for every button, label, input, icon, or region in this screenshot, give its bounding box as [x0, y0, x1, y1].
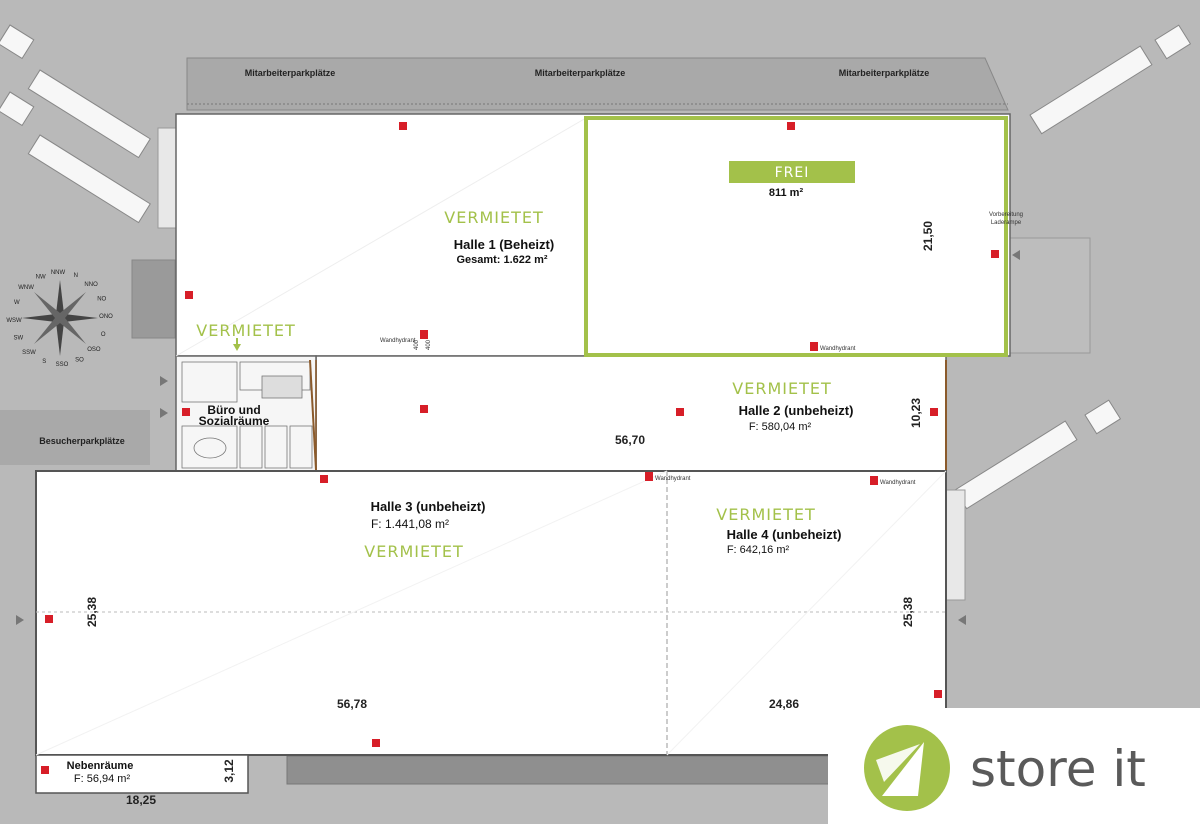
loading-dock-left — [157, 127, 179, 229]
hall-3-name: Halle 3 (unbeheizt) — [371, 499, 486, 514]
office-status: VERMIETET — [196, 321, 295, 340]
hall-3-status: VERMIETET — [364, 542, 463, 561]
hall-3-area: F: 1.441,08 m² — [371, 517, 449, 531]
fire-extinguisher-icon — [41, 122, 999, 774]
side-rooms-width: 18,25 — [126, 793, 156, 807]
hall-3-width: 56,78 — [337, 697, 367, 711]
hall-3-4-floor — [35, 470, 947, 756]
office-interior — [181, 359, 317, 471]
hall-2-status: VERMIETET — [732, 379, 831, 398]
hall-1-status: VERMIETET — [444, 208, 543, 227]
hydrant-icon — [420, 330, 878, 485]
side-rooms-height: 3,12 — [222, 759, 236, 783]
compass-label: N — [74, 273, 78, 279]
free-area-size: 811 m² — [769, 187, 804, 199]
compass-label: SW — [13, 335, 23, 341]
hydrant-label-2: Wandhydrant — [655, 476, 691, 482]
hall-1-area: Gesamt: 1.622 m² — [456, 254, 547, 266]
hall-4-width: 24,86 — [769, 697, 799, 711]
truck-icon — [0, 24, 1192, 510]
hall-4-name: Halle 4 (unbeheizt) — [727, 527, 842, 542]
compass-label: W — [14, 300, 20, 306]
hall-1-name: Halle 1 (Beheizt) — [454, 237, 554, 252]
compass-label: O — [101, 332, 106, 338]
hall-4-status: VERMIETET — [716, 505, 815, 524]
side-rooms-name: Nebenräume — [67, 760, 134, 772]
hall-2-name: Halle 2 (unbeheizt) — [739, 403, 854, 418]
compass-label: SSO — [56, 362, 69, 368]
compass-label: NW — [36, 274, 46, 280]
hall-4-height: 25,38 — [901, 597, 915, 627]
staff-parking-label-1: Mitarbeiterparkplätze — [245, 68, 336, 78]
staff-parking-label-3: Mitarbeiterparkplätze — [839, 68, 930, 78]
compass-label: SO — [75, 358, 84, 364]
compass-label: OSO — [87, 347, 101, 353]
brand-logo-wedge-icon — [876, 744, 920, 782]
staff-parking-label-2: Mitarbeiterparkplätze — [535, 68, 626, 78]
compass-label: NO — [97, 297, 106, 303]
office-name-line-1: Büro und — [207, 403, 260, 417]
compass-label: S — [42, 359, 46, 365]
hydrant-label-1: Wandhydrant — [820, 346, 856, 352]
compass-label: WNW — [18, 285, 34, 291]
hall-2-width: 56,70 — [615, 433, 645, 447]
staff-parking-area — [186, 57, 1009, 111]
hall-1-floor — [175, 113, 1011, 357]
hall-2-area: F: 580,04 m² — [749, 421, 812, 433]
side-rooms-area: F: 56,94 m² — [74, 773, 131, 785]
compass-label: NNW — [51, 270, 66, 276]
hall-3-height: 25,38 — [85, 597, 99, 627]
loading-ramp-label-2: Laderampe — [991, 220, 1022, 226]
hall-4-area: F: 642,16 m² — [727, 544, 790, 556]
free-area-height: 21,50 — [921, 221, 935, 251]
compass-label: WSW — [6, 318, 22, 324]
entrance-arrow-icon — [16, 250, 1020, 625]
hydrant-label-3: Wandhydrant — [880, 480, 916, 486]
visitor-parking-area — [0, 410, 150, 465]
brand-name: store it — [970, 740, 1146, 798]
side-rooms-block — [35, 754, 249, 794]
power-label-a: 400 — [414, 339, 420, 350]
free-area-outline — [584, 116, 1008, 357]
hall-2-height: 10,23 — [909, 398, 923, 428]
brand-logo-sail-icon — [882, 742, 924, 796]
compass-label: SSW — [22, 350, 36, 356]
power-label-b: 400 — [426, 339, 432, 350]
hall-2-floor — [315, 355, 947, 472]
side-shed — [131, 259, 176, 339]
bottom-parking-strip — [286, 755, 831, 785]
free-badge-label: FREI — [775, 165, 810, 181]
right-annex — [1009, 237, 1091, 354]
loading-ramp-label-1: Vorbereitung — [989, 212, 1023, 218]
compass-label: ONO — [99, 314, 113, 320]
free-badge — [729, 161, 855, 183]
office-name-line-2: Sozialräume — [199, 414, 270, 428]
arrow-down-icon — [233, 344, 241, 351]
compass-label: NNO — [84, 282, 98, 288]
hydrant-label-4: Wandhydrant — [380, 338, 416, 344]
visitor-parking-label: Besucherparkplätze — [39, 436, 125, 446]
